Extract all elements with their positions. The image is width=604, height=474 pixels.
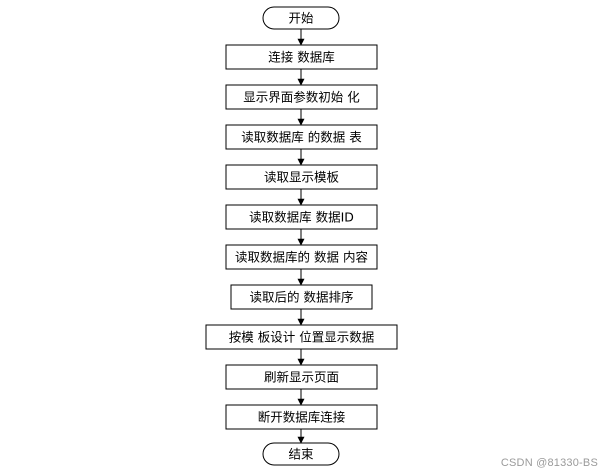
end-node-label: 结束 (288, 447, 314, 462)
step-label: 读取后的 数据排序 (250, 290, 354, 305)
step-label: 显示界面参数初始 化 (243, 90, 360, 105)
process-step-5: 读取数据库 数据ID (225, 204, 378, 230)
step-label: 读取数据库 的数据 表 (241, 130, 362, 145)
step-label: 按模 板设计 位置显示数据 (229, 330, 374, 345)
step-label: 连接 数据库 (268, 50, 334, 65)
start-node-label: 开始 (288, 11, 314, 26)
step-label: 刷新显示页面 (264, 370, 339, 385)
process-step-9: 刷新显示页面 (225, 364, 378, 390)
process-step-3: 读取数据库 的数据 表 (225, 124, 378, 150)
process-step-2: 显示界面参数初始 化 (225, 84, 378, 110)
step-label: 读取显示模板 (264, 170, 340, 185)
process-step-6: 读取数据库的 数据 内容 (225, 244, 378, 270)
process-step-4: 读取显示模板 (225, 164, 378, 190)
process-step-8: 按模 板设计 位置显示数据 (205, 324, 398, 350)
watermark: CSDN @81330-BS (500, 457, 598, 469)
start-node: 开始 (262, 6, 340, 30)
process-step-1: 连接 数据库 (225, 44, 378, 70)
step-label: 读取数据库的 数据 内容 (235, 250, 368, 265)
step-label: 读取数据库 数据ID (249, 210, 354, 225)
process-step-10: 断开数据库连接 (225, 404, 378, 430)
step-label: 断开数据库连接 (258, 410, 346, 425)
process-step-7: 读取后的 数据排序 (230, 284, 373, 310)
end-node: 结束 (262, 442, 340, 466)
